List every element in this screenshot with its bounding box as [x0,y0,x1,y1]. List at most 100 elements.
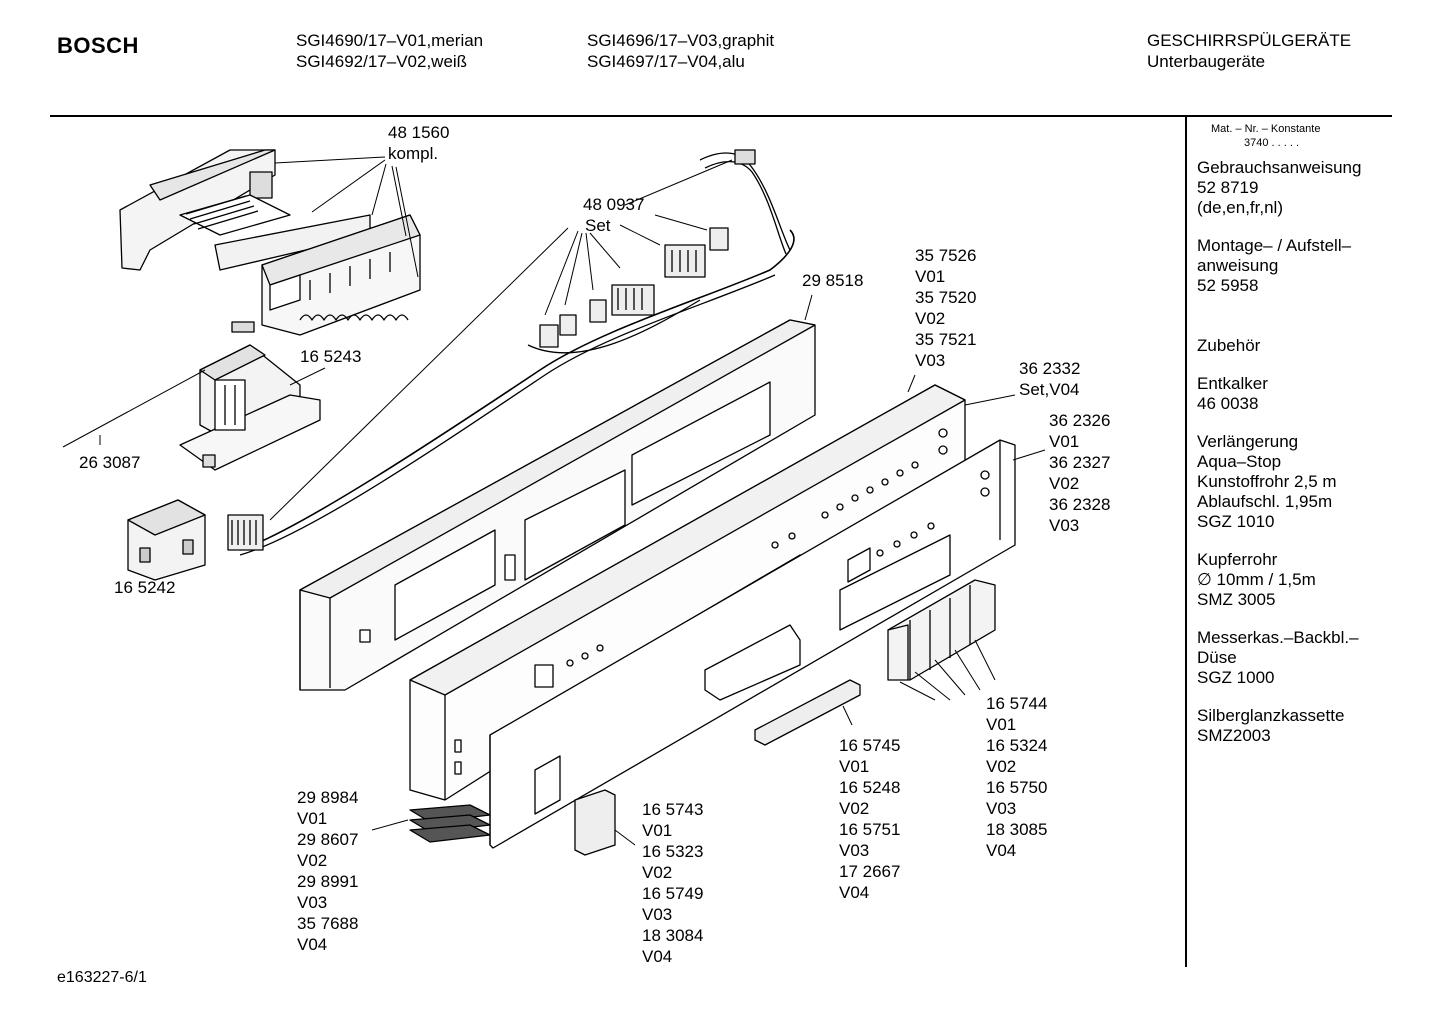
models-column-2: SGI4696/17–V03,graphit SGI4697/17–V04,al… [587,30,774,72]
part-number: 35 7521 [915,330,977,349]
constant-value: 3740 . . . . . [1244,137,1300,149]
part-number: 16 5323 [642,842,704,861]
accessories-sidebar: Mat. – Nr. – Konstante 3740 . . . . . Ge… [1197,122,1437,764]
sidebar-block-copper-pipe: Kupferrohr ∅ 10mm / 1,5m SMZ 3005 [1197,550,1437,610]
part-number: 16 5248 [839,778,901,797]
label-16-5242: 16 5242 [114,577,175,598]
part-variant: V01 [642,821,673,840]
sidebar-block-silver-cassette: Silberglanzkassette SMZ2003 [1197,706,1437,746]
part-variant: V02 [297,851,328,870]
button-set-drawing [887,579,996,681]
model-line: SGI4690/17–V01,merian [296,31,484,50]
sidebar-line: Düse [1197,648,1237,667]
constant-label: Mat. – Nr. – Konstante [1211,123,1321,135]
part-variant: V02 [915,309,946,328]
model-line: SGI4692/17–V02,weiß [296,52,468,71]
part-variant: V04 [986,841,1017,860]
sidebar-line: Silberglanzkassette [1197,706,1345,725]
label-16-5243: 16 5243 [300,346,361,367]
handle-strip-drawing [754,679,861,746]
category-title: GESCHIRRSPÜLGERÄTE Unterbaugeräte [1147,30,1351,72]
category-line: GESCHIRRSPÜLGERÄTE [1147,31,1352,50]
electronic-module-drawing [119,149,421,336]
part-number: 17 2667 [839,862,901,881]
part-variant: V02 [642,863,673,882]
sidebar-block-manual: Gebrauchsanweisung 52 8719 (de,en,fr,nl) [1197,158,1437,218]
part-variant: V03 [1049,516,1080,535]
sidebar-line: 52 5958 [1197,276,1259,295]
sidebar-block-nozzle: Messerkas.–Backbl.– Düse SGZ 1000 [1197,628,1437,688]
sidebar-line: Zubehör [1197,336,1261,355]
part-variant: V02 [1049,474,1080,493]
sidebar-line: Gebrauchsanweisung [1197,158,1362,177]
part-number: 29 8984 [297,788,359,807]
spacer-stack-drawing [409,804,491,843]
label-48-0937: 48 0937 Set [583,194,644,236]
sidebar-line: Kunstoffrohr 2,5 m [1197,472,1337,491]
part-variant: V04 [297,935,328,954]
label-26-3087: 26 3087 [79,452,140,473]
label-16-5744: 16 5744 V01 16 5324 V02 16 5750 V03 18 3… [986,693,1047,861]
part-variant: V01 [915,267,946,286]
part-number: 35 7526 [915,246,977,265]
model-line: SGI4696/17–V03,graphit [587,31,775,50]
part-variant: V03 [642,905,673,924]
part-number: 48 0937 [583,195,645,214]
outer-panel-drawing [489,439,1016,849]
sidebar-line: Entkalker [1197,374,1268,393]
part-note: kompl. [388,144,439,163]
material-constant: Mat. – Nr. – Konstante 3740 . . . . . [1197,122,1437,150]
knob-drawing [574,789,616,856]
sidebar-line: SGZ 1000 [1197,668,1275,687]
sidebar-block-installation: Montage– / Aufstell– anweisung 52 5958 [1197,236,1437,296]
sidebar-line: SGZ 1010 [1197,512,1275,531]
sidebar-line: SMZ2003 [1197,726,1271,745]
sidebar-line: Messerkas.–Backbl.– [1197,628,1359,647]
cable-harness-drawing [227,149,795,556]
label-36-2326: 36 2326 V01 36 2327 V02 36 2328 V03 [1049,410,1110,536]
part-variant: V04 [839,883,870,902]
exploded-parts-drawing [62,149,1046,856]
part-number: 18 3085 [986,820,1048,839]
part-variant: V03 [915,351,946,370]
sidebar-line: (de,en,fr,nl) [1197,198,1283,217]
part-variant: V01 [986,715,1017,734]
part-variant: V03 [297,893,328,912]
control-frame-drawing [299,319,816,691]
part-note: Set [585,216,611,235]
part-variant: V01 [297,809,328,828]
sidebar-line: Verlängerung [1197,432,1299,451]
part-variant: V04 [642,947,673,966]
part-number: 29 8607 [297,830,359,849]
sidebar-line: 52 8719 [1197,178,1259,197]
part-number: 36 2326 [1049,411,1111,430]
part-number: 35 7520 [915,288,977,307]
mains-switch-drawing [127,499,206,581]
part-number: 36 2328 [1049,495,1111,514]
part-number: 16 5242 [114,578,176,597]
category-line: Unterbaugeräte [1147,52,1266,71]
sidebar-block-descaler: Entkalker 46 0038 [1197,374,1437,414]
part-number: 16 5743 [642,800,704,819]
sidebar-line: ∅ 10mm / 1,5m [1197,570,1316,589]
part-number: 18 3084 [642,926,704,945]
part-variant: V02 [839,799,870,818]
part-number: 36 2327 [1049,453,1111,472]
sidebar-line: anweisung [1197,256,1279,275]
sidebar-line: Ablaufschl. 1,95m [1197,492,1333,511]
sidebar-line: Aqua–Stop [1197,452,1282,471]
part-number: 48 1560 [388,123,450,142]
part-variant: V01 [1049,432,1080,451]
part-number: 29 8518 [802,271,864,290]
leader-lines [62,156,1046,846]
part-number: 26 3087 [79,453,141,472]
brand-logo: BOSCH [57,33,139,58]
label-29-8984: 29 8984 V01 29 8607 V02 29 8991 V03 35 7… [297,787,358,955]
sidebar-line: SMZ 3005 [1197,590,1276,609]
label-35-7526: 35 7526 V01 35 7520 V02 35 7521 V03 [915,245,976,371]
part-number: 16 5750 [986,778,1048,797]
part-number: 16 5751 [839,820,901,839]
part-number: 16 5745 [839,736,901,755]
part-number: 29 8991 [297,872,359,891]
part-variant: V01 [839,757,870,776]
